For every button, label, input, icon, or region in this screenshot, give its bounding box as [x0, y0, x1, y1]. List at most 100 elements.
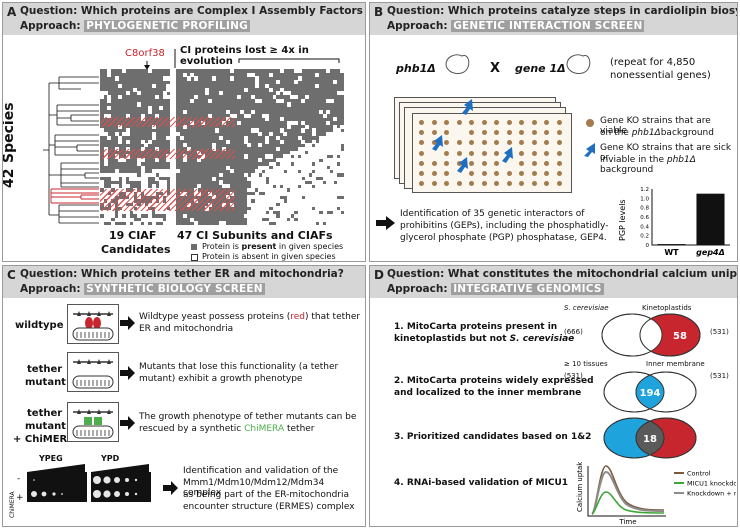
colony-dot — [556, 140, 562, 146]
heatmap-absent-cell — [166, 87, 170, 92]
heatmap-absent-cell — [236, 121, 241, 126]
heatmap-absent-cell — [276, 173, 281, 178]
heatmap-absent-cell — [293, 180, 298, 185]
heatmap-absent-cell — [329, 202, 334, 207]
heatmap-absent-cell — [251, 173, 256, 178]
ypd-label: YPD — [101, 454, 120, 463]
text-italic: S. cerevisiae — [509, 334, 575, 344]
heatmap-absent-cell — [258, 184, 263, 189]
panel-a: A Question: Which proteins are Complex I… — [2, 2, 366, 262]
heatmap-absent-cell — [304, 202, 309, 207]
approach-highlight: INTEGRATIVE GENOMICS — [451, 283, 604, 295]
heatmap-absent-cell — [272, 95, 277, 100]
heatmap-absent-cell — [326, 195, 331, 200]
venn1-right-label: Kinetoplastids — [642, 304, 692, 312]
heatmap-absent-cell — [261, 184, 266, 189]
heatmap-absent-cell — [326, 98, 331, 103]
approach-prefix: Approach: — [20, 20, 85, 32]
heatmap-absent-cell — [286, 169, 291, 174]
heatmap-absent-cell — [283, 213, 288, 218]
heatmap-absent-cell — [136, 91, 141, 96]
heatmap-absent-cell — [265, 117, 270, 122]
heatmap-absent-cell — [283, 91, 288, 96]
venn2-diagram: 194 — [603, 371, 697, 413]
heatmap-absent-cell — [151, 217, 156, 222]
heatmap-absent-cell — [290, 217, 295, 222]
heatmap-absent-cell — [279, 117, 284, 122]
heatmap-absent-cell — [243, 213, 248, 218]
heatmap-absent-cell — [265, 173, 270, 178]
heatmap-absent-cell — [107, 135, 112, 140]
text: rescued by a synthetic — [139, 424, 245, 434]
colony-dot — [481, 120, 487, 125]
heatmap-absent-cell — [297, 202, 302, 207]
heatmap-absent-cell — [301, 139, 306, 144]
heatmap-absent-cell — [103, 213, 108, 218]
colony-dot — [519, 181, 524, 187]
heatmap-absent-cell — [136, 221, 141, 225]
heatmap-absent-cell — [326, 173, 331, 178]
colony-dot — [506, 171, 512, 176]
heatmap-absent-cell — [162, 173, 167, 178]
chart-ytick-label: 0.8 — [640, 206, 649, 212]
heatmap-absent-cell — [258, 143, 263, 148]
heatmap-absent-cell — [279, 221, 284, 225]
heatmap-absent-cell — [297, 221, 302, 225]
heatmap-absent-cell — [333, 124, 338, 129]
heatmap-absent-cell — [251, 202, 256, 207]
venn1-value: 58 — [673, 331, 687, 342]
panel-d-approach: Approach: INTEGRATIVE GENOMICS — [387, 283, 604, 295]
heatmap-absent-cell — [311, 210, 316, 215]
heatmap-absent-cell — [233, 113, 238, 118]
heatmap-absent-cell — [336, 139, 341, 144]
heatmap-absent-cell — [193, 76, 198, 81]
heatmap-absent-cell — [183, 213, 188, 218]
colony-dot — [556, 171, 562, 176]
chart-ytick-label: 0.6 — [640, 215, 649, 221]
heatmap-absent-cell — [268, 132, 273, 137]
heatmap-absent-cell — [258, 199, 263, 204]
heatmap-absent-cell — [279, 139, 284, 144]
heatmap-absent-cell — [301, 213, 306, 218]
heatmap-absent-cell — [133, 221, 138, 225]
heatmap-absent-cell — [322, 191, 327, 196]
heatmap-absent-cell — [243, 139, 248, 144]
heatmap-absent-cell — [315, 72, 320, 77]
heatmap-absent-cell — [326, 221, 331, 225]
colony-dot — [556, 150, 562, 156]
heatmap-absent-cell — [333, 213, 338, 218]
heatmap-absent-cell — [315, 184, 320, 189]
heatmap-absent-cell — [140, 113, 145, 118]
heatmap-absent-cell — [265, 139, 270, 144]
heatmap-absent-cell — [326, 191, 331, 196]
heatmap-absent-cell — [276, 195, 281, 200]
heatmap-absent-cell — [297, 158, 302, 163]
heatmap-absent-cell — [340, 132, 344, 137]
heatmap-absent-cell — [125, 128, 130, 133]
legend-text: background — [600, 165, 654, 175]
heatmap-absent-cell — [261, 187, 266, 192]
heatmap-absent-cell — [326, 150, 331, 155]
heatmap-absent-cell — [158, 173, 164, 178]
heatmap-absent-cell — [301, 165, 306, 170]
heatmap-absent-cell — [340, 154, 344, 159]
arrow — [120, 316, 135, 330]
heatmap-absent-cell — [215, 128, 220, 133]
heatmap-absent-cell — [297, 173, 302, 178]
heatmap-absent-cell — [272, 217, 277, 222]
heatmap-absent-cell — [333, 169, 338, 174]
heatmap-absent-cell — [326, 213, 331, 218]
heatmap-absent-cell — [311, 132, 316, 137]
heatmap-absent-cell — [218, 221, 223, 225]
heatmap-absent-cell — [322, 187, 327, 192]
colony-dot — [456, 171, 462, 176]
heatmap-absent-cell — [293, 202, 298, 207]
heatmap-absent-cell — [222, 184, 227, 189]
heatmap-absent-cell — [333, 165, 338, 170]
heatmap-absent-cell — [158, 169, 164, 174]
heatmap-absent-cell — [326, 143, 331, 148]
heatmap-absent-cell — [304, 221, 309, 225]
heatmap-absent-cell — [283, 206, 288, 211]
heatmap-absent-cell — [308, 169, 313, 174]
